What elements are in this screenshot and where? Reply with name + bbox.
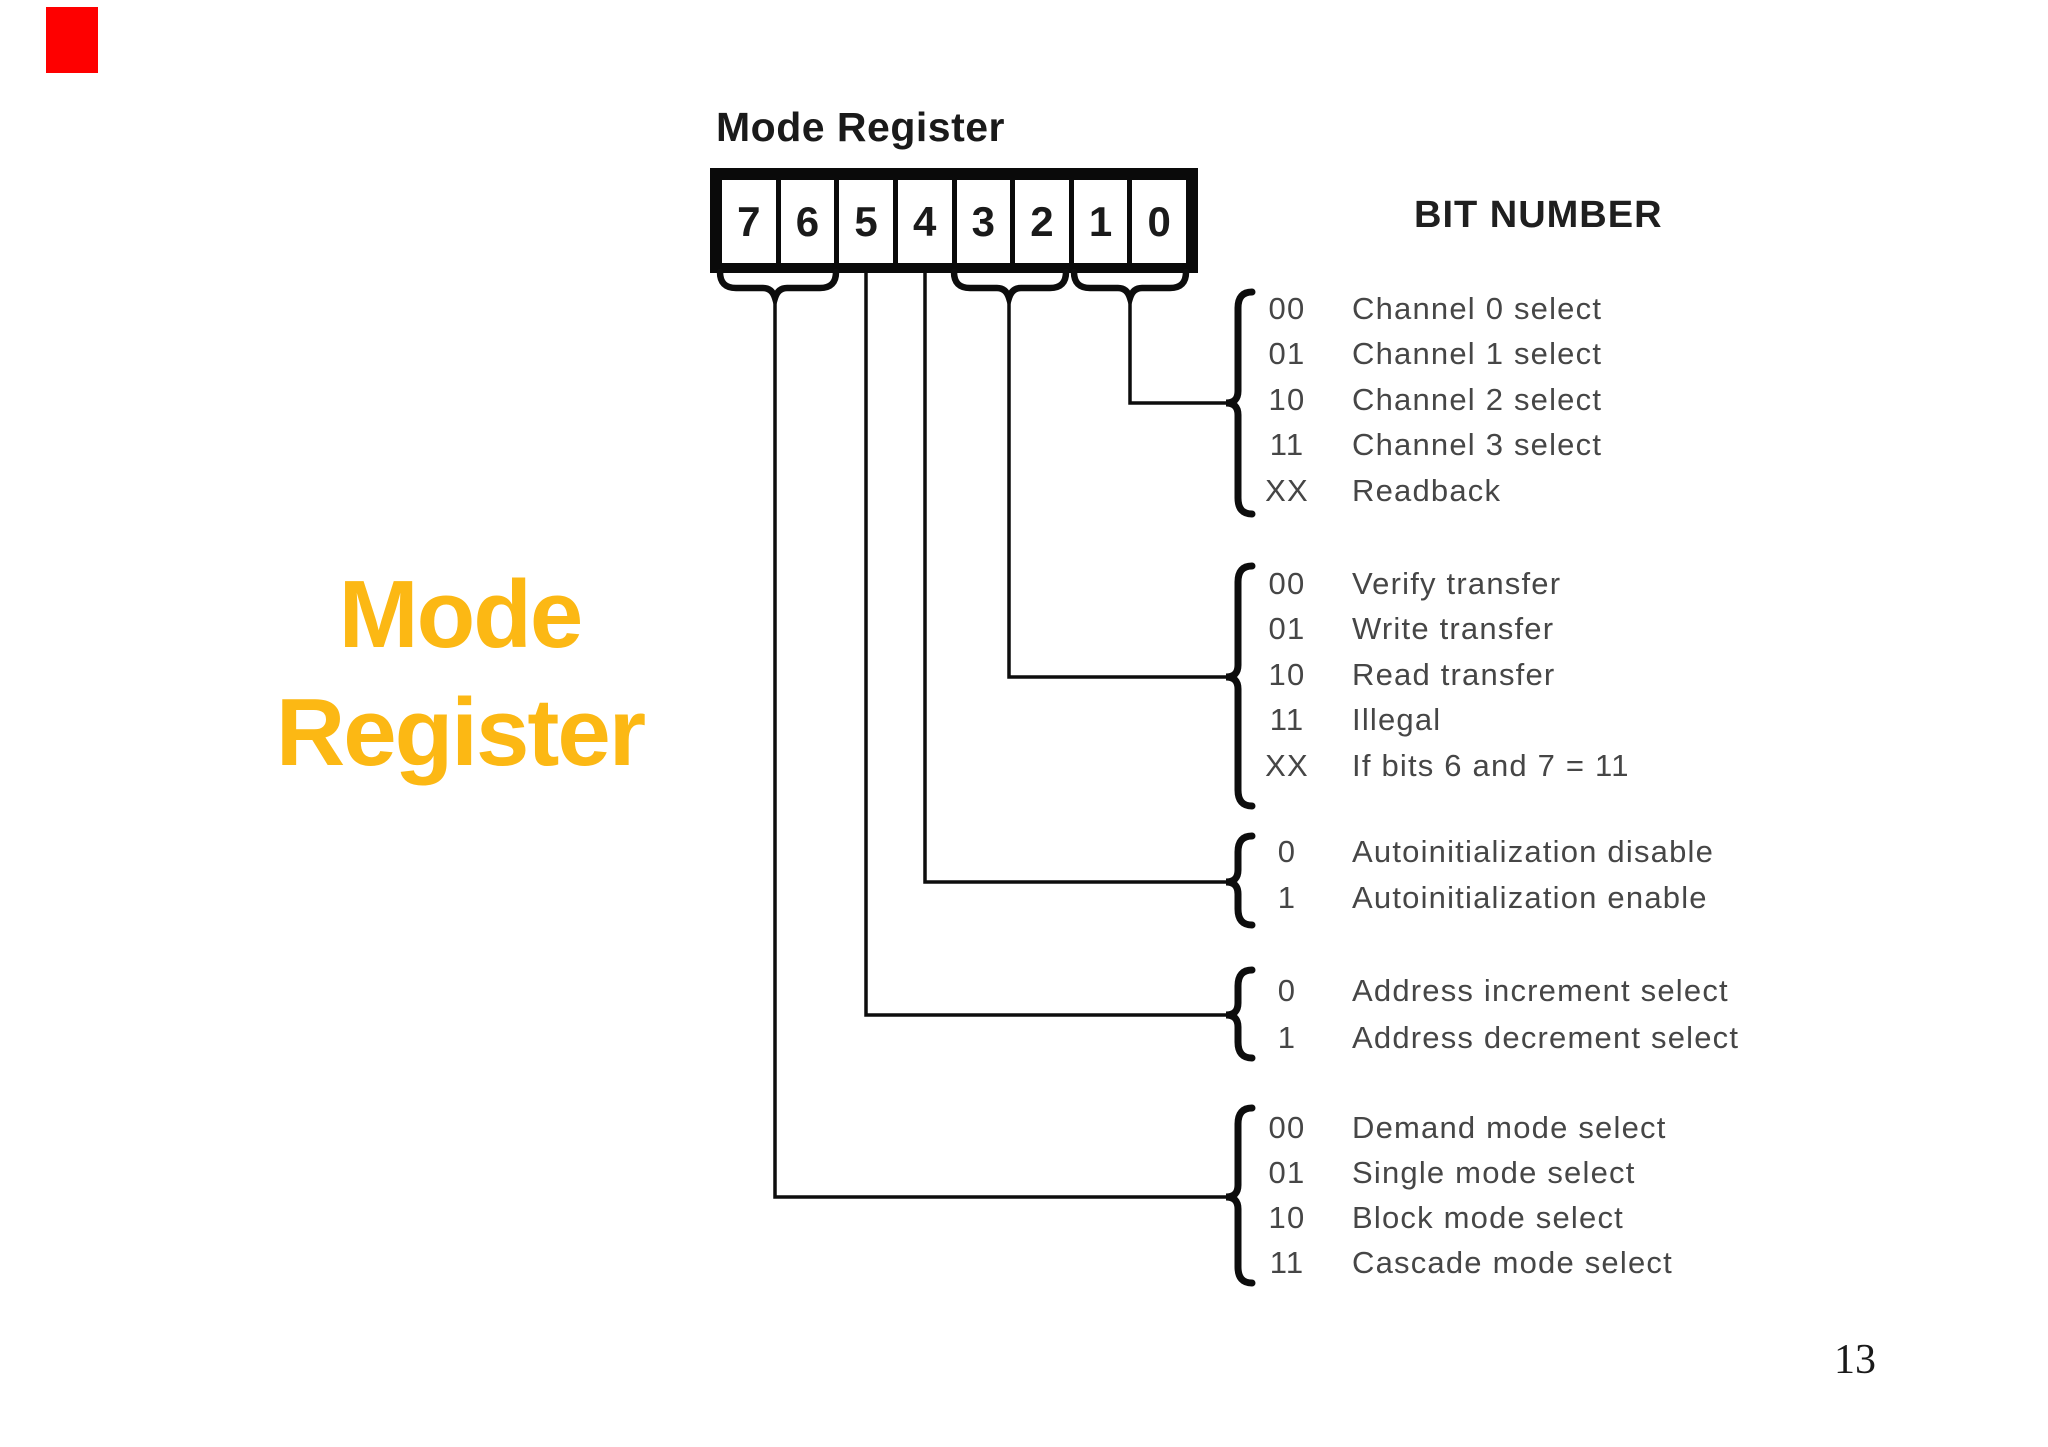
- group-row: 00 Verify transfer: [1250, 561, 1630, 607]
- group-row: 10 Channel 2 select: [1250, 377, 1602, 423]
- bit-description: Cascade mode select: [1352, 1244, 1673, 1280]
- underbrace-bits-1-0: [1070, 268, 1190, 310]
- connector-bits-7-6-to-mode-select: [773, 296, 1226, 1199]
- bit-description: Verify transfer: [1352, 565, 1562, 601]
- bit-value: XX: [1265, 747, 1309, 783]
- slide-title-line1: Mode: [338, 561, 584, 668]
- bit-cell-7: 7: [722, 180, 776, 263]
- bit-description: Single mode select: [1352, 1154, 1636, 1190]
- group-autoinitialization: 0 Autoinitialization disable 1 Autoinitiali…: [1250, 829, 1714, 921]
- bit-value: 11: [1269, 702, 1305, 738]
- bit-value: 00: [1268, 290, 1306, 326]
- bit-description: Address decrement select: [1352, 1019, 1740, 1055]
- underbrace-bits-3-2: [950, 268, 1070, 310]
- slide-title: Mode Register: [180, 556, 740, 792]
- group-row: 10 Block mode select: [1250, 1195, 1673, 1240]
- bit-value: 01: [1268, 1154, 1306, 1190]
- connector-bits-1-0-to-channel-select: [1128, 296, 1226, 405]
- bit-value: 11: [1269, 427, 1305, 463]
- brace-channel-select: [1225, 288, 1256, 518]
- brace-address-direction: [1225, 966, 1256, 1062]
- bit-value: XX: [1265, 472, 1309, 508]
- connector-bit-5-to-address-direction: [864, 272, 1226, 1017]
- group-row: 0 Autoinitialization disable: [1250, 829, 1714, 875]
- group-row: 01 Channel 1 select: [1250, 332, 1602, 378]
- bit-description: Autoinitialization enable: [1352, 880, 1708, 915]
- bit-number-heading: BIT NUMBER: [1414, 194, 1663, 236]
- group-row: XX If bits 6 and 7 = 11: [1250, 743, 1630, 789]
- group-row: 00 Demand mode select: [1250, 1105, 1673, 1150]
- bit-value: 11: [1269, 1244, 1305, 1280]
- underbrace-bits-7-6: [716, 268, 840, 310]
- group-row: XX Readback: [1250, 468, 1602, 514]
- bit-description: Write transfer: [1352, 611, 1555, 647]
- group-row: 01 Write transfer: [1250, 607, 1630, 653]
- red-corner-bar: [46, 7, 98, 73]
- bit-description: Channel 0 select: [1352, 290, 1603, 326]
- group-row: 11 Cascade mode select: [1250, 1240, 1673, 1285]
- bit-cell-5: 5: [839, 180, 893, 263]
- bit-description: Address increment select: [1352, 972, 1729, 1008]
- bit-description: Illegal: [1352, 702, 1442, 738]
- bit-description: Read transfer: [1352, 656, 1556, 692]
- group-mode-select: 00 Demand mode select 01 Single mode select…: [1250, 1105, 1673, 1285]
- bit-value: 0: [1277, 834, 1297, 869]
- register-heading: Mode Register: [716, 104, 1005, 150]
- connector-bits-3-2-to-transfer-type: [1007, 296, 1226, 679]
- bit-cell-0: 0: [1132, 180, 1186, 263]
- bit-description: Channel 1 select: [1352, 336, 1603, 372]
- bit-value: 01: [1268, 336, 1306, 372]
- bit-description: Readback: [1352, 472, 1502, 508]
- bit-value: 00: [1268, 565, 1306, 601]
- group-row: 1 Address decrement select: [1250, 1014, 1739, 1061]
- brace-transfer-type: [1225, 562, 1256, 810]
- page-number: 13: [1834, 1337, 1876, 1383]
- bit-value: 01: [1268, 611, 1306, 647]
- group-row: 11 Illegal: [1250, 698, 1630, 744]
- group-row: 0 Address increment select: [1250, 967, 1739, 1014]
- group-row: 01 Single mode select: [1250, 1150, 1673, 1195]
- group-address-direction: 0 Address increment select 1 Address decrem…: [1250, 967, 1739, 1061]
- group-row: 11 Channel 3 select: [1250, 423, 1602, 469]
- brace-mode-select: [1225, 1104, 1256, 1287]
- group-transfer-type: 00 Verify transfer 01 Write transfer 10 Read …: [1250, 561, 1630, 789]
- bit-value: 10: [1268, 656, 1306, 692]
- bit-description: Channel 2 select: [1352, 381, 1603, 417]
- bit-description: Channel 3 select: [1352, 427, 1603, 463]
- bit-value: 10: [1268, 1199, 1306, 1235]
- group-row: 1 Autoinitialization enable: [1250, 875, 1714, 921]
- bit-description: Demand mode select: [1352, 1109, 1667, 1145]
- connector-bit-4-to-autoinitialization: [923, 272, 1226, 884]
- bit-cell-4: 4: [897, 180, 952, 263]
- bit-description: Block mode select: [1352, 1199, 1624, 1235]
- bit-value: 00: [1268, 1109, 1306, 1145]
- bit-value: 1: [1277, 1019, 1297, 1055]
- bit-value: 1: [1277, 880, 1297, 915]
- slide-title-line2: Register: [275, 679, 646, 786]
- brace-autoinitialization: [1225, 832, 1256, 929]
- bit-cell-2: 2: [1015, 180, 1069, 263]
- group-row: 10 Read transfer: [1250, 652, 1630, 698]
- bit-value: 0: [1277, 972, 1297, 1008]
- bit-cell-1: 1: [1073, 180, 1128, 263]
- bit-description: If bits 6 and 7 = 11: [1352, 747, 1630, 783]
- group-row: 00 Channel 0 select: [1250, 286, 1602, 332]
- bit-cell-3: 3: [956, 180, 1011, 263]
- bit-value: 10: [1268, 381, 1306, 417]
- bit-cell-6: 6: [780, 180, 835, 263]
- bit-description: Autoinitialization disable: [1352, 834, 1715, 869]
